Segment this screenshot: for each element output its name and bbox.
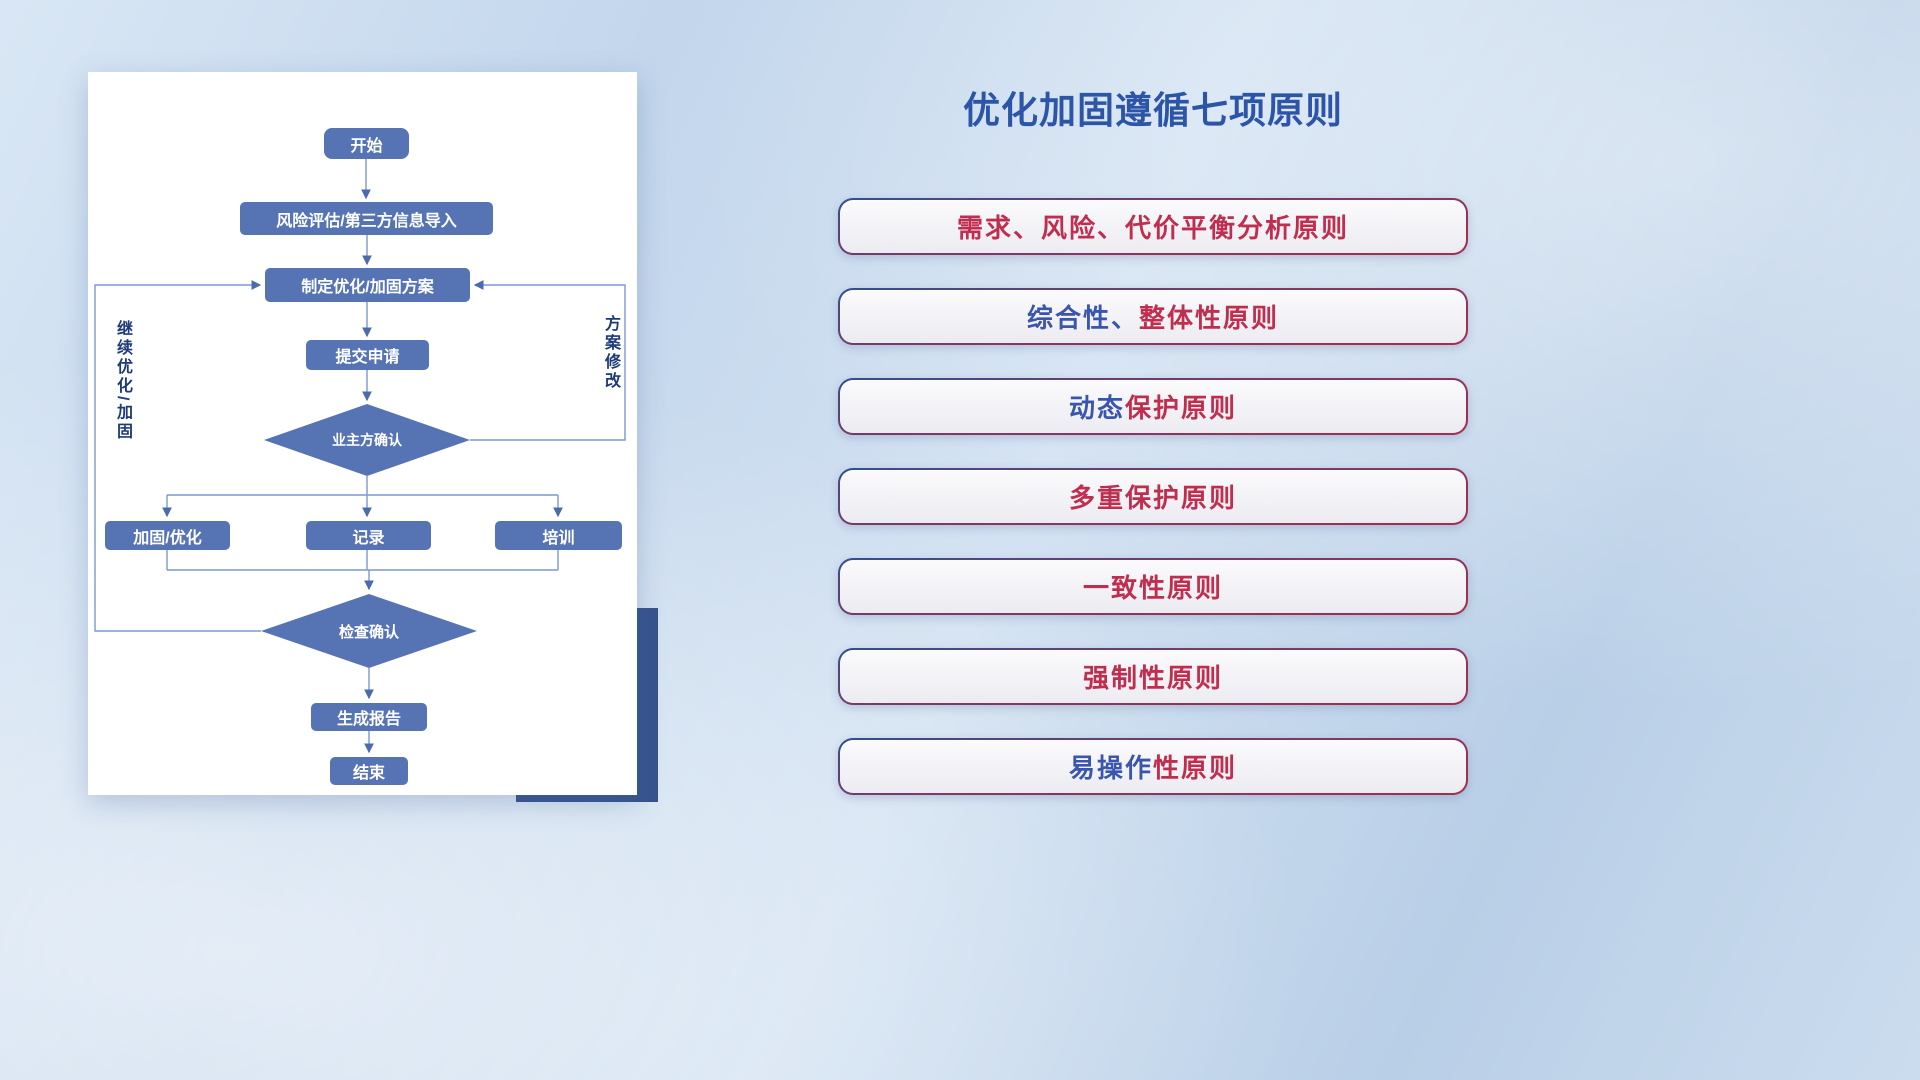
principle-text-red: 一致性原则 <box>1082 573 1223 603</box>
principles-panel: 优化加固遵循七项原则 需求、风险、代价平衡分析原则 综合性、整体性原则 动态保护… <box>838 90 1468 795</box>
flowchart-connectors <box>94 159 626 754</box>
principle-text-red: 需求、风险、代价平衡分析原则 <box>956 213 1349 243</box>
principle-text-red: 性原则 <box>1153 753 1238 783</box>
principle-box-6: 强制性原则 <box>838 648 1468 705</box>
principle-text-blue: 易操作 <box>1068 753 1153 783</box>
principle-box-5: 一致性原则 <box>838 558 1468 615</box>
principle-box-4: 多重保护原则 <box>838 468 1468 525</box>
principle-text-blue: 综合性、 <box>1026 303 1139 333</box>
principles-list: 需求、风险、代价平衡分析原则 综合性、整体性原则 动态保护原则 多重保护原则 一… <box>838 198 1468 795</box>
principle-text: 易操作性原则 <box>840 740 1466 793</box>
principle-text-red: 保护原则 <box>1125 393 1238 423</box>
principle-text: 一致性原则 <box>840 560 1466 613</box>
flow-node-reinforce-optimize: 加固/优化 <box>105 521 230 550</box>
principle-text: 强制性原则 <box>840 650 1466 703</box>
flow-node-end: 结束 <box>330 757 408 785</box>
principle-text: 综合性、整体性原则 <box>840 290 1466 343</box>
principle-box-2: 综合性、整体性原则 <box>838 288 1468 345</box>
flow-node-generate-report: 生成报告 <box>311 703 427 731</box>
loop-label-continue-optimize: 继续优化/加固 <box>114 320 131 442</box>
principle-box-7: 易操作性原则 <box>838 738 1468 795</box>
flow-node-submit-request: 提交申请 <box>306 340 429 370</box>
panel-title: 优化加固遵循七项原则 <box>963 90 1343 131</box>
flow-node-make-plan: 制定优化/加固方案 <box>265 268 470 302</box>
principle-text: 需求、风险、代价平衡分析原则 <box>840 200 1466 253</box>
flow-node-training: 培训 <box>495 521 622 550</box>
principle-text-red: 整体性原则 <box>1139 303 1280 333</box>
loop-label-plan-revise: 方案修改 <box>602 315 619 391</box>
flow-node-record: 记录 <box>306 521 431 550</box>
principle-box-3: 动态保护原则 <box>838 378 1468 435</box>
principle-text: 多重保护原则 <box>840 470 1466 523</box>
principle-box-1: 需求、风险、代价平衡分析原则 <box>838 198 1468 255</box>
principle-text: 动态保护原则 <box>840 380 1466 433</box>
flowchart-card: 开始 风险评估/第三方信息导入 制定优化/加固方案 提交申请 业主方确认 加固/… <box>88 72 637 795</box>
flow-node-start: 开始 <box>324 128 409 159</box>
principle-text-red: 多重保护原则 <box>1068 483 1237 513</box>
principle-text-blue: 动态 <box>1068 393 1125 423</box>
flow-node-risk-assessment: 风险评估/第三方信息导入 <box>240 202 493 235</box>
principle-text-red: 强制性原则 <box>1082 663 1223 693</box>
